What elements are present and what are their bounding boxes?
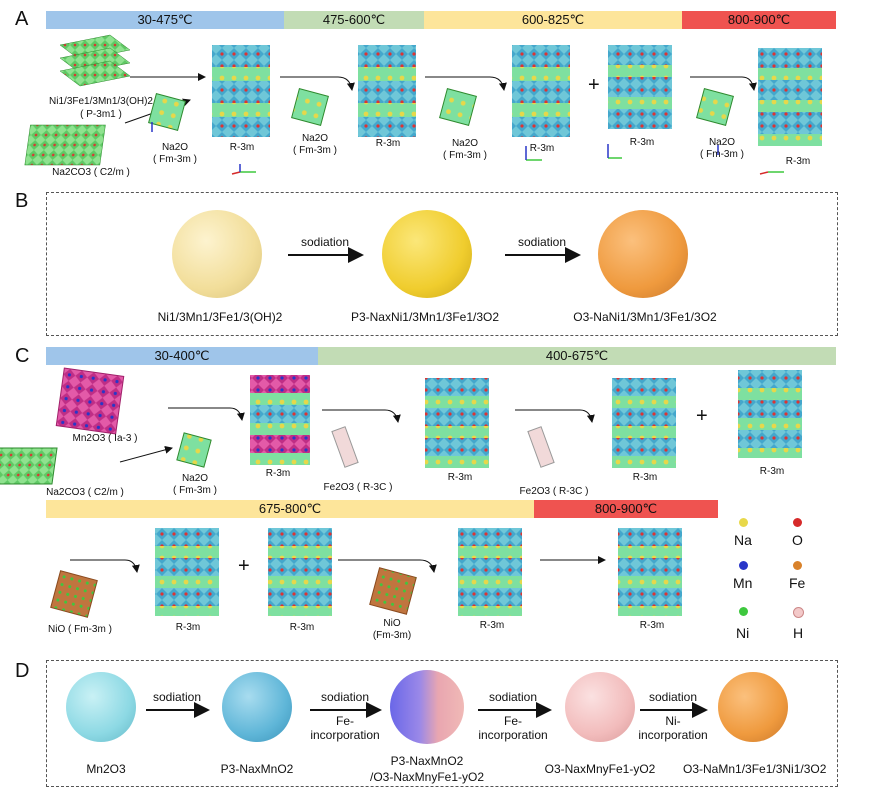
label-ball-p3-namno2: P3-NaxMnO2 <box>212 762 302 776</box>
label-d-arrow-2-bottom: Fe- incorporation <box>304 714 386 742</box>
label-ball-o3-final: O3-NaMn1/3Fe1/3Ni1/3O2 <box>683 762 823 776</box>
label-d-arrow-3-top: sodiation <box>478 690 548 704</box>
label-d-arrow-2-top: sodiation <box>310 690 380 704</box>
label-d-arrow-1: sodiation <box>146 690 208 704</box>
label-ball-o3-mnfe: O3-NaxMnyFe1-yO2 <box>540 762 660 776</box>
label-d-arrow-3-bottom: Fe- incorporation <box>472 714 554 742</box>
label-d-arrow-4-top: sodiation <box>638 690 708 704</box>
label-ball-mixed-line1: P3-NaxMnO2 <box>372 754 482 768</box>
label-d-arrow-4-bottom: Ni- incorporation <box>632 714 714 742</box>
label-ball-mn2o3: Mn2O3 <box>71 762 141 776</box>
label-ball-mixed-line2: /O3-NaxMnyFe1-yO2 <box>362 770 492 784</box>
